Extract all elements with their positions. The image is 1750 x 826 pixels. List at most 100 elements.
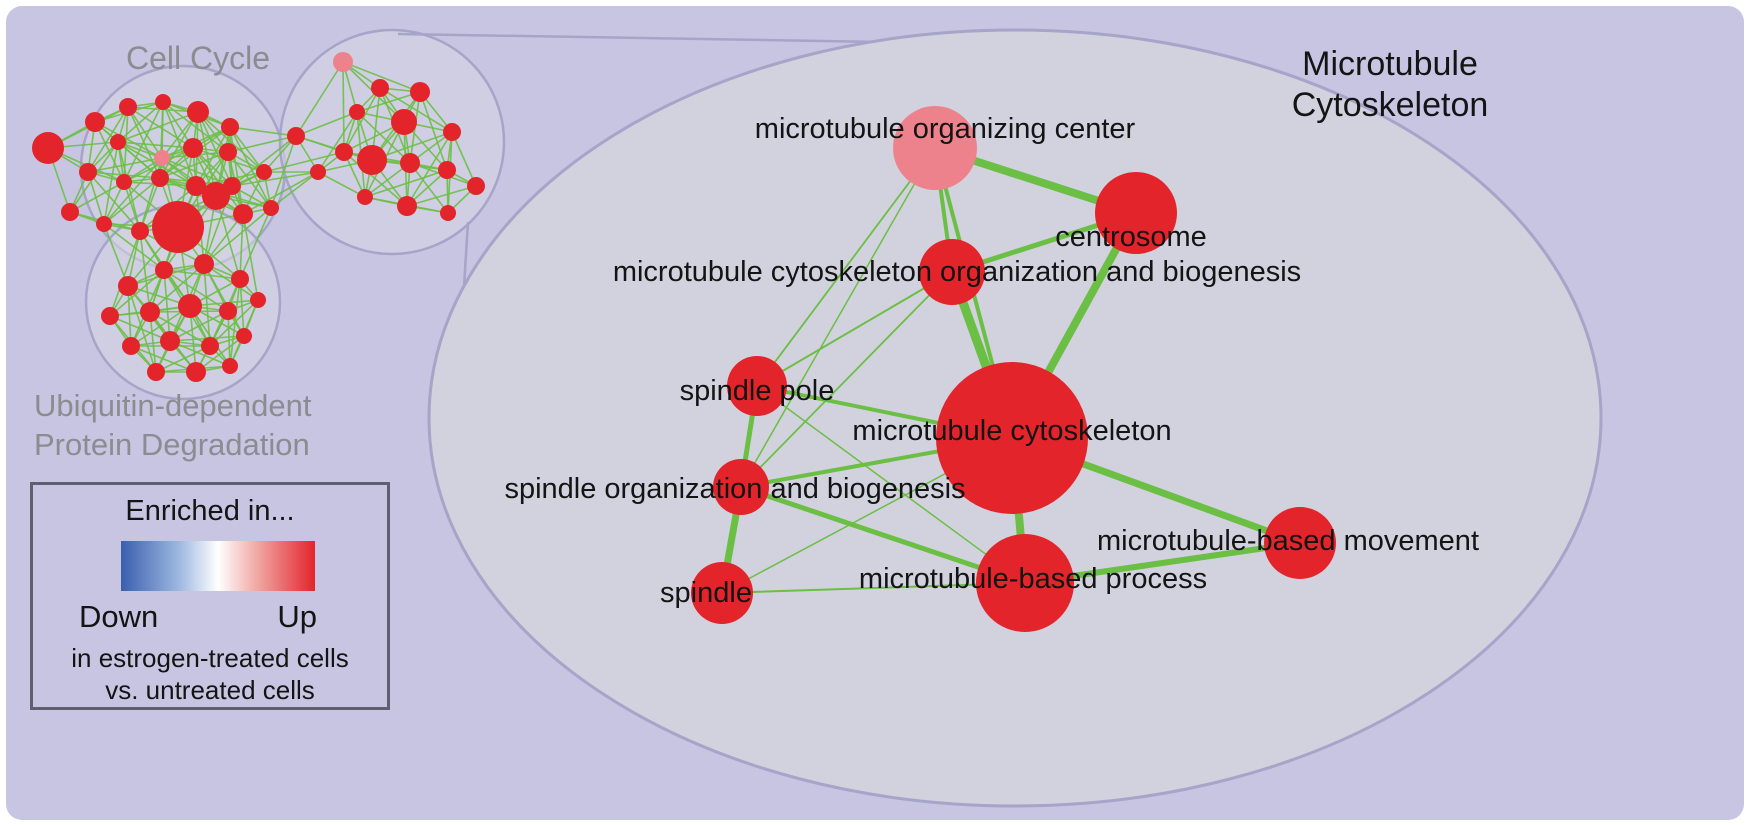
overview-node[interactable] [131, 222, 149, 240]
overview-edge [139, 230, 151, 313]
overview-node[interactable] [96, 216, 112, 232]
overview-edge [227, 310, 231, 367]
overview-node[interactable] [110, 134, 126, 150]
overview-node[interactable] [349, 104, 365, 120]
overview-node[interactable] [85, 112, 105, 132]
overview-edge [109, 269, 165, 317]
node-spn[interactable] [691, 562, 753, 624]
overview-edge [127, 285, 132, 347]
overview-edge [231, 135, 297, 187]
overview-edge [239, 213, 244, 280]
overview-node[interactable] [256, 164, 272, 180]
overview-node[interactable] [391, 109, 417, 135]
overview-edge [364, 169, 448, 198]
node-label-sob: spindle organization and biogenesis [504, 473, 965, 505]
overview-edge [356, 91, 421, 113]
overview-node[interactable] [147, 363, 165, 381]
overview-node[interactable] [118, 276, 138, 296]
overview-node[interactable] [233, 204, 253, 224]
overview-node[interactable] [287, 127, 305, 145]
overview-node[interactable] [122, 337, 140, 355]
overview-node[interactable] [201, 337, 219, 355]
overview-node[interactable] [236, 328, 252, 344]
node-mbp[interactable] [976, 534, 1074, 632]
legend-down-label: Down [79, 599, 159, 634]
node-sob[interactable] [713, 459, 769, 515]
node-moc[interactable] [893, 106, 977, 190]
overview-edge [94, 121, 163, 159]
node-label-sp: spindle pole [680, 375, 835, 407]
overview-node[interactable] [438, 161, 456, 179]
node-cen[interactable] [1095, 172, 1177, 254]
overview-node[interactable] [152, 201, 204, 253]
overview-edge [159, 177, 244, 215]
overview-node[interactable] [250, 292, 266, 308]
overview-edge [87, 106, 129, 173]
overview-edge [163, 269, 241, 280]
overview-edge [155, 345, 211, 373]
overview-node[interactable] [32, 132, 64, 164]
node-label-mbp: microtubule-based process [859, 563, 1207, 595]
overview-node[interactable] [155, 94, 171, 110]
overview-edge [123, 101, 164, 183]
overview-node[interactable] [371, 79, 389, 97]
node-mbm[interactable] [1264, 507, 1336, 579]
overview-edge [227, 135, 297, 153]
overview-node[interactable] [333, 52, 353, 72]
overview-edge [203, 263, 245, 337]
overview-edge [130, 345, 197, 373]
overview-edge [409, 162, 449, 214]
overview-node[interactable] [410, 82, 430, 102]
ubiquitin-cluster-label-line1: Ubiquitin-dependent [34, 388, 312, 423]
overview-node[interactable] [310, 164, 326, 180]
overview-node[interactable] [186, 362, 206, 382]
edge-sob-mbp [738, 484, 1028, 586]
overview-node[interactable] [231, 270, 249, 288]
node-label-spn: spindle [660, 577, 752, 609]
overview-node[interactable] [263, 200, 279, 216]
overview-node[interactable] [101, 307, 119, 325]
overview-edge [149, 311, 157, 373]
overview-node[interactable] [119, 98, 137, 116]
overview-node[interactable] [79, 163, 97, 181]
node-mc[interactable] [936, 362, 1088, 514]
node-mcob[interactable] [919, 239, 985, 305]
overview-node[interactable] [443, 123, 461, 141]
overview-node[interactable] [467, 177, 485, 195]
edge-sp-mbp [756, 385, 1026, 584]
overview-node[interactable] [183, 138, 203, 158]
overview-node[interactable] [335, 143, 353, 161]
overview-node[interactable] [202, 182, 230, 210]
legend-scale-labels: Down Up [33, 599, 387, 635]
overview-node[interactable] [357, 189, 373, 205]
overview-node[interactable] [140, 302, 160, 322]
overview-node[interactable] [61, 203, 79, 221]
overview-node[interactable] [160, 331, 180, 351]
node-sp[interactable] [727, 356, 787, 416]
overview-node[interactable] [357, 145, 387, 175]
overview-node[interactable] [154, 150, 170, 166]
overview-edge [317, 111, 358, 173]
overview-edge [231, 171, 319, 187]
overview-edge [419, 91, 448, 171]
overview-node[interactable] [178, 294, 202, 318]
overview-node[interactable] [116, 174, 132, 190]
overview-node[interactable] [187, 101, 209, 123]
overview-node[interactable] [219, 302, 237, 320]
overview-edge [117, 141, 161, 179]
overview-node[interactable] [222, 358, 238, 374]
overview-node[interactable] [155, 261, 173, 279]
overview-node[interactable] [194, 254, 214, 274]
node-label-cen: centrosome [1055, 221, 1207, 253]
overview-node[interactable] [397, 196, 417, 216]
enrichment-gradient-bar [121, 541, 315, 591]
overview-node[interactable] [440, 205, 456, 221]
node-label-moc: microtubule organizing center [755, 113, 1136, 145]
overview-node[interactable] [186, 176, 206, 196]
overview-node[interactable] [400, 153, 420, 173]
overview-node[interactable] [219, 143, 237, 161]
overview-node[interactable] [221, 118, 239, 136]
overview-edge [215, 195, 241, 280]
overview-node[interactable] [151, 169, 169, 187]
